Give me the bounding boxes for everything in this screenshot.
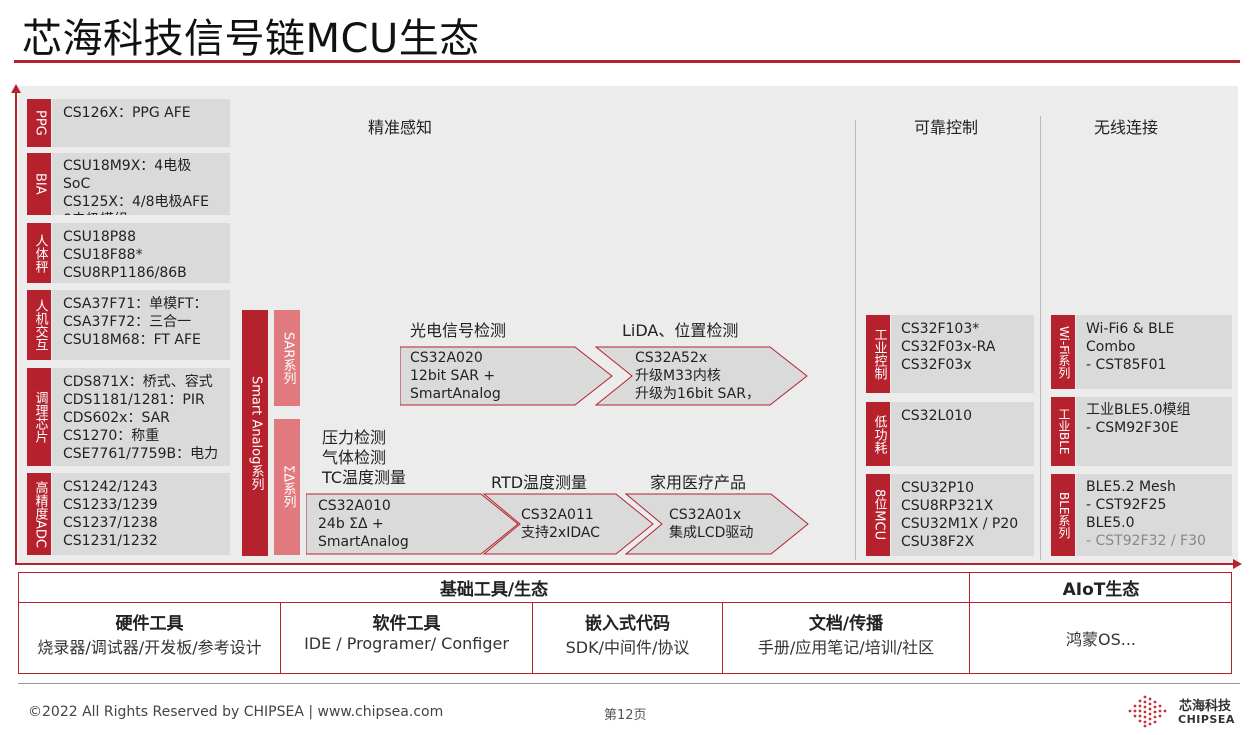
product-list-body-scale: CSU18P88 CSU18F88* CSU8RP1186/86B [63, 229, 187, 281]
footer-divider [18, 683, 1240, 684]
hardware-tools-title: 硬件工具 [115, 614, 184, 634]
ble-line-3: BLE5.0 [1086, 515, 1135, 531]
product-list-adc: CS1242/1243 CS1233/1239 CS1237/1238 CS12… [63, 479, 158, 549]
embedded-code-title: 嵌入式代码 [585, 614, 670, 634]
row-label-low-power: 低功耗 [866, 402, 890, 466]
sar-arrow-1 [400, 346, 613, 406]
aiot-cell: 鸿蒙OS... [970, 603, 1232, 673]
product-box-ppg: CS126X：PPG AFE [52, 99, 230, 147]
product-box-body-scale: CSU18P88 CSU18F88* CSU8RP1186/86B [52, 223, 230, 283]
logo-cn-text: 芯海科技 [1179, 699, 1232, 714]
industrial-ble-line-1: 工业BLE5.0模组 [1086, 402, 1191, 418]
section-divider [855, 120, 856, 560]
product-box-industrial-control: CS32F103* CS32F03x-RA CS32F03x [891, 315, 1034, 393]
sar-series-label: SAR系列 [274, 310, 300, 406]
logo-en-text: CHIPSEA [1178, 713, 1235, 726]
row-label-industrial-control: 工业控制 [866, 315, 890, 393]
section-title-wireless: 无线连接 [1094, 118, 1159, 137]
row-label-ble: BLE系列 [1051, 474, 1075, 556]
row-label-body-scale: 人体秤 [27, 223, 51, 283]
smart-analog-series-label: Smart Analog系列 [242, 310, 268, 556]
aiot-desc: 鸿蒙OS... [1065, 630, 1136, 649]
hardware-tools-desc: 烧录器/调试器/开发板/参考设计 [37, 638, 262, 657]
tools-ecosystem-header: 基础工具/生态 [19, 573, 970, 603]
sd-arrow-1 [306, 493, 519, 555]
chipsea-logo-icon [1128, 695, 1167, 728]
product-box-conditioning: CDS871X：桥式、容式 CDS1181/1281：PIR CDS602x：S… [52, 368, 230, 466]
y-axis [15, 92, 17, 565]
wifi-line-3: - CST85F01 [1086, 357, 1167, 373]
page-title: 芯海科技信号链MCU生态 [22, 16, 480, 62]
sar-arrow-chain [400, 346, 808, 406]
row-label-bia: BIA [27, 153, 51, 215]
row-label-industrial-ble: 工业BLE [1051, 397, 1075, 466]
page-number: 第12页 [604, 708, 647, 723]
product-box-ble: BLE5.2 Mesh - CST92F25 BLE5.0 - CST92F32… [1076, 474, 1232, 556]
hardware-tools-cell: 硬件工具 烧录器/调试器/开发板/参考设计 [19, 603, 281, 673]
sd-heading-1: 压力检测 气体检测 TC温度测量 [322, 428, 407, 487]
section-divider [1040, 116, 1041, 560]
section-title-reliable: 可靠控制 [914, 118, 979, 137]
product-list-8bit-mcu: CSU32P10 CSU8RP321X CSU32M1X / P20 CSU38… [901, 480, 1019, 550]
title-underline [14, 60, 1240, 63]
row-label-hmi: 人机交互 [27, 290, 51, 360]
product-box-hmi: CSA37F71：单模FT： CSA37F72：三合一 CSU18M68：FT … [52, 290, 230, 360]
sd-heading-2: RTD温度测量 [491, 473, 588, 492]
row-label-conditioning: 调理芯片 [27, 368, 51, 466]
copyright-text: ©2022 All Rights Reserved by CHIPSEA | w… [28, 704, 444, 720]
product-box-adc: CS1242/1243 CS1233/1239 CS1237/1238 CS12… [52, 473, 230, 555]
product-list-ppg: CS126X：PPG AFE [63, 105, 191, 121]
sd-product-2: CS32A011 支持2xIDAC [521, 507, 600, 541]
ble-line-4: - CST92F32 / F30 [1086, 533, 1206, 549]
wifi-line-1: Wi-Fi6 & BLE [1086, 321, 1175, 337]
software-tools-desc: IDE / Programer/ Configer [304, 634, 509, 653]
row-label-wifi: Wi-Fi系列 [1051, 315, 1075, 389]
product-box-8bit-mcu: CSU32P10 CSU8RP321X CSU32M1X / P20 CSU38… [891, 474, 1034, 556]
sd-product-3: CS32A01x 集成LCD驱动 [669, 507, 754, 541]
docs-title: 文档/传播 [808, 614, 884, 634]
sar-product-2: CS32A52x 升级M33内核 升级为16bit SAR， [635, 350, 760, 402]
sd-arrow-2 [482, 493, 654, 555]
sar-arrow-2 [594, 346, 808, 406]
x-axis [15, 563, 1233, 565]
y-axis-arrow-icon [11, 84, 21, 93]
product-list-low-power: CS32L010 [901, 408, 972, 424]
aiot-ecosystem-header: AIoT生态 [970, 573, 1232, 603]
product-box-wifi: Wi-Fi6 & BLE Combo - CST85F01 [1076, 315, 1232, 389]
section-title-precision: 精准感知 [368, 118, 433, 137]
software-tools-cell: 软件工具 IDE / Programer/ Configer [281, 603, 533, 673]
product-box-low-power: CS32L010 [891, 402, 1034, 466]
row-label-adc: 高精度ADC [27, 473, 51, 555]
embedded-code-cell: 嵌入式代码 SDK/中间件/协议 [533, 603, 723, 673]
sd-product-1: CS32A010 24b ΣΔ + SmartAnalog [318, 498, 409, 550]
wifi-line-2: Combo [1086, 339, 1136, 355]
docs-desc: 手册/应用笔记/培训/社区 [757, 638, 935, 657]
product-list-hmi: CSA37F71：单模FT： CSA37F72：三合一 CSU18M68：FT … [63, 296, 208, 348]
row-label-8bit-mcu: 8位MCU [866, 474, 890, 556]
sigma-delta-series-label: ΣΔ系列 [274, 419, 300, 555]
product-list-conditioning: CDS871X：桥式、容式 CDS1181/1281：PIR CDS602x：S… [63, 374, 219, 462]
sd-arrow-chain [306, 493, 809, 555]
product-list-industrial-control: CS32F103* CS32F03x-RA CS32F03x [901, 321, 996, 373]
software-tools-title: 软件工具 [372, 614, 441, 634]
product-list-bia: CSU18M9X：4电极 SoC CS125X：4/8电极AFE 8电极模组； [63, 158, 209, 215]
ble-line-1: BLE5.2 Mesh [1086, 479, 1176, 495]
ble-line-2: - CST92F25 [1086, 497, 1167, 513]
sar-heading-1: 光电信号检测 [410, 321, 507, 340]
row-label-ppg: PPG [27, 99, 51, 147]
sd-heading-3: 家用医疗产品 [650, 473, 747, 492]
sar-product-1: CS32A020 12bit SAR + SmartAnalog [410, 350, 501, 402]
product-box-bia: CSU18M9X：4电极 SoC CS125X：4/8电极AFE 8电极模组； [52, 153, 230, 215]
x-axis-arrow-icon [1233, 559, 1242, 569]
docs-cell: 文档/传播 手册/应用笔记/培训/社区 [723, 603, 970, 673]
industrial-ble-line-2: - CSM92F30E [1086, 420, 1179, 436]
sar-heading-2: LiDA、位置检测 [622, 321, 739, 340]
embedded-code-desc: SDK/中间件/协议 [565, 638, 690, 657]
tools-ecosystem-table: 基础工具/生态 AIoT生态 硬件工具 烧录器/调试器/开发板/参考设计 软件工… [18, 572, 1232, 674]
sd-arrow-3 [624, 493, 809, 555]
product-box-industrial-ble: 工业BLE5.0模组 - CSM92F30E [1076, 397, 1232, 466]
